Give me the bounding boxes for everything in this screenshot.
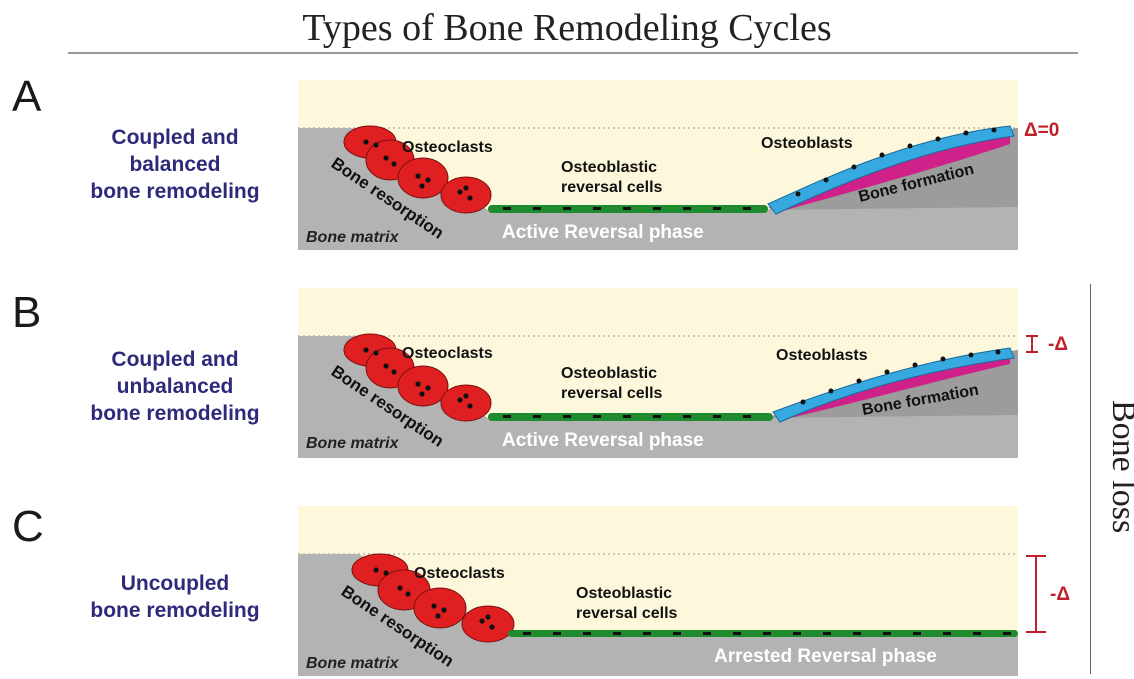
panel-a-description-line-2: balanced [50,151,300,178]
panel-a-reversal-cells-label-1: Osteoblastic [561,159,657,176]
panel-b-phase-label: Active Reversal phase [502,430,704,451]
panel-c-matrix-label: Bone matrix [306,655,400,672]
panel-b-description-line-1: Coupled and [50,346,300,373]
title-divider [68,52,1078,54]
panel-c-osteoclasts-label: Osteoclasts [414,565,505,582]
panel-a-description-line-1: Coupled and [50,124,300,151]
panel-a-description-line-3: bone remodeling [50,178,300,205]
panel-a-osteoclasts-label: Osteoclasts [402,139,493,156]
panel-b-description: Coupled and unbalanced bone remodeling [50,346,300,427]
panel-b-reversal-cells-label-2: reversal cells [561,385,663,402]
panel-c-diagram: Osteoclasts Osteoblastic reversal cells … [298,506,1018,676]
panel-a-diagram: Osteoclasts Osteoblastic reversal cells … [298,80,1018,250]
panel-b-osteoclasts-label: Osteoclasts [402,345,493,362]
panel-b-delta-label: -Δ [1048,334,1068,355]
panel-a-description: Coupled and balanced bone remodeling [50,124,300,205]
panel-c-reversal-cells-label-2: reversal cells [576,605,678,622]
panel-a-phase-label: Active Reversal phase [502,222,704,243]
panel-b-delta-marker: -Δ [1020,330,1090,360]
panel-b-osteoblasts-label: Osteoblasts [776,347,868,364]
panel-c-description: Uncoupled bone remodeling [50,570,300,624]
panel-c-reversal-cells-label-1: Osteoblastic [576,585,672,602]
bone-loss-bracket-line [1090,284,1091,674]
bone-loss-label: Bone loss [1104,400,1134,533]
panel-b-description-line-2: unbalanced [50,373,300,400]
panel-c-description-line-1: Uncoupled [50,570,300,597]
panel-a-delta-marker: Δ=0 [1020,118,1090,142]
panel-c-delta-label: -Δ [1050,584,1070,605]
panel-b-letter: B [12,288,41,338]
panel-b-description-line-3: bone remodeling [50,400,300,427]
panel-a-reversal-cells-label-2: reversal cells [561,179,663,196]
panel-c-delta-marker: -Δ [1020,552,1090,636]
panel-c-phase-label: Arrested Reversal phase [714,646,937,667]
panel-a-matrix-label: Bone matrix [306,229,400,246]
panel-b-matrix-label: Bone matrix [306,435,400,452]
panel-b-reversal-cells-label-1: Osteoblastic [561,365,657,382]
panel-c-description-line-2: bone remodeling [50,597,300,624]
panel-a-osteoblasts-label: Osteoblasts [761,135,853,152]
panel-a-delta-label: Δ=0 [1024,120,1059,141]
panel-a-letter: A [12,72,41,122]
figure-title: Types of Bone Remodeling Cycles [0,6,1134,50]
panel-c-letter: C [12,502,44,552]
panel-b-diagram: Osteoclasts Osteoblastic reversal cells … [298,288,1018,458]
